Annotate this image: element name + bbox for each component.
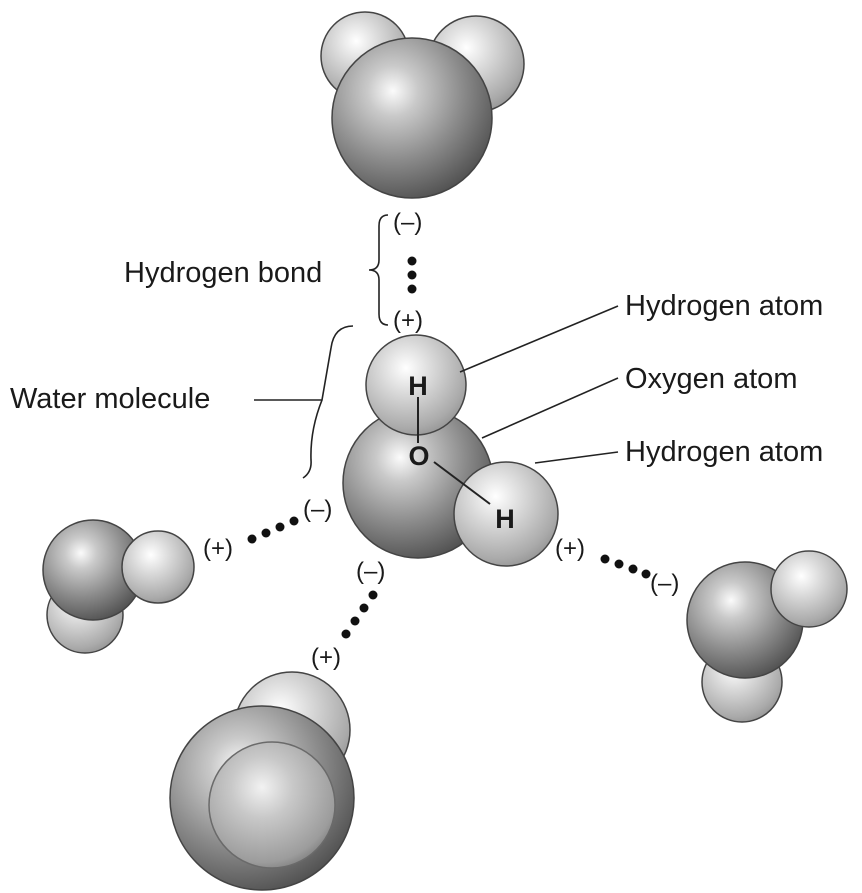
left-hydrogen-atom-front: [121, 530, 195, 604]
central-hydrogen-atom-top: [365, 334, 467, 436]
hydrogen-atom-bottom-leader: [534, 451, 619, 464]
bottom-water-molecule: [169, 671, 355, 891]
hydrogen-bond-brace: [368, 214, 389, 326]
hydrogen-bond-label: Hydrogen bond: [124, 257, 322, 289]
atom-symbol-hydrogen-top: H: [408, 371, 428, 401]
top-oxygen-atom: [331, 37, 493, 199]
left-water-molecule: [42, 519, 195, 654]
charge-bottom-positive: (+): [311, 644, 341, 671]
water-molecule-brace: [254, 325, 354, 479]
hydrogen-atom-top-label: Hydrogen atom: [625, 290, 823, 322]
central-hydrogen-atom-right: [453, 461, 559, 567]
hydrogen-atom-bottom-label: Hydrogen atom: [625, 436, 823, 468]
hydrogen-atom-top-leader: [459, 305, 619, 373]
o-h-bond-line-diagonal: [433, 461, 491, 505]
oxygen-atom-leader: [481, 377, 619, 439]
atom-symbol-oxygen: O: [408, 441, 429, 471]
atom-symbol-hydrogen-right: H: [495, 504, 515, 534]
hydrogen-bond-dots-left: [247, 516, 299, 544]
right-hydrogen-atom-front: [770, 550, 848, 628]
bottom-hydrogen-atom-front: [208, 741, 336, 869]
water-molecule-label: Water molecule: [10, 383, 210, 415]
oxygen-atom-label: Oxygen atom: [625, 363, 797, 395]
charge-top-positive: (+): [393, 307, 423, 334]
charge-left-positive: (+): [203, 535, 233, 562]
charge-bottom-negative: (–): [356, 558, 385, 585]
central-water-molecule: H O H: [342, 334, 559, 567]
charge-top-negative: (–): [393, 209, 422, 236]
hydrogen-bond-dots-right: [600, 554, 651, 579]
top-water-molecule: [320, 11, 525, 199]
right-water-molecule: [686, 550, 848, 723]
hydrogen-bond-dots-top: [407, 256, 417, 294]
charge-right-positive: (+): [555, 535, 585, 562]
charge-right-negative: (–): [650, 570, 679, 597]
hydrogen-bond-dots-bottom: [341, 590, 378, 639]
charge-left-negative: (–): [303, 496, 332, 523]
